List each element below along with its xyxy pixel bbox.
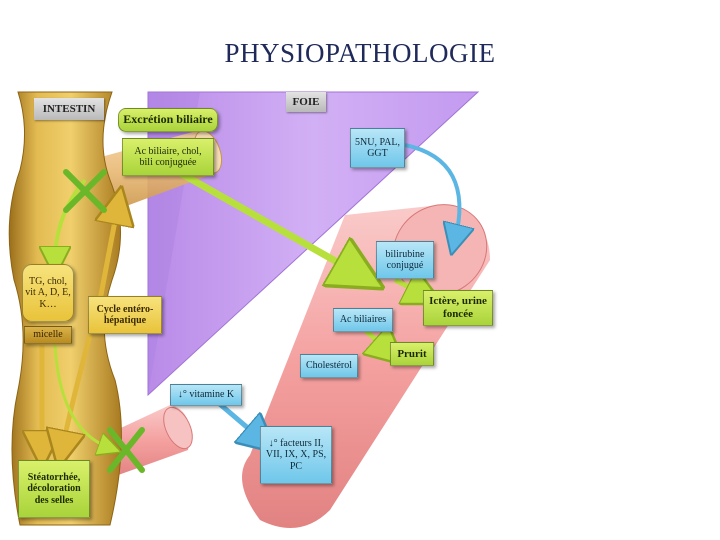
intestin-label: INTESTIN bbox=[34, 98, 104, 120]
ac-biliaires-box: Ac biliaires bbox=[333, 308, 393, 332]
arrow-cycle-down bbox=[62, 334, 93, 450]
arrow-cycle-up bbox=[100, 205, 118, 301]
foie-label: FOIE bbox=[286, 92, 326, 112]
excretion-title-box: Excrétion biliaire bbox=[118, 108, 218, 132]
vitamine-k-box: ↓° vitamine K bbox=[170, 384, 242, 406]
prurit-box: Prurit bbox=[390, 342, 434, 366]
micelle-box: micelle bbox=[24, 326, 72, 344]
arrow-snu-to-tube bbox=[404, 143, 459, 240]
cholesterol-box: Cholestérol bbox=[300, 354, 358, 378]
steatorrhee-box: Stéatorrhée, décoloration des selles bbox=[18, 460, 90, 518]
arrow-bilirubine-to-ictere bbox=[393, 280, 425, 295]
tg-chol-box: TG, chol, vit A, D, E, K… bbox=[22, 264, 74, 322]
arrow-micelle-to-vitk bbox=[53, 344, 110, 448]
snu-pal-ggt-box: 5NU, PAL, GGT bbox=[350, 128, 405, 168]
arrow-vitk-to-facteurs bbox=[213, 398, 262, 440]
excretion-detail-box: Ac biliaire, chol, bili conjuguée bbox=[122, 138, 214, 176]
block-cross-bottom bbox=[107, 427, 145, 473]
arrow-acbiliaires-to-prurit bbox=[365, 330, 390, 352]
arrow-excretion-to-bilirubine bbox=[173, 166, 360, 275]
block-cross-top bbox=[63, 169, 107, 213]
bilirubine-box: bilirubine conjugué bbox=[376, 241, 434, 279]
page-title: PHYSIOPATHOLOGIE bbox=[224, 38, 496, 68]
cycle-entero-box: Cycle entéro- hépatique bbox=[88, 296, 162, 334]
ictere-box: Ictère, urine foncée bbox=[423, 290, 493, 326]
facteurs-box: ↓° facteurs II, VII, IX, X, PS, PC bbox=[260, 426, 332, 484]
